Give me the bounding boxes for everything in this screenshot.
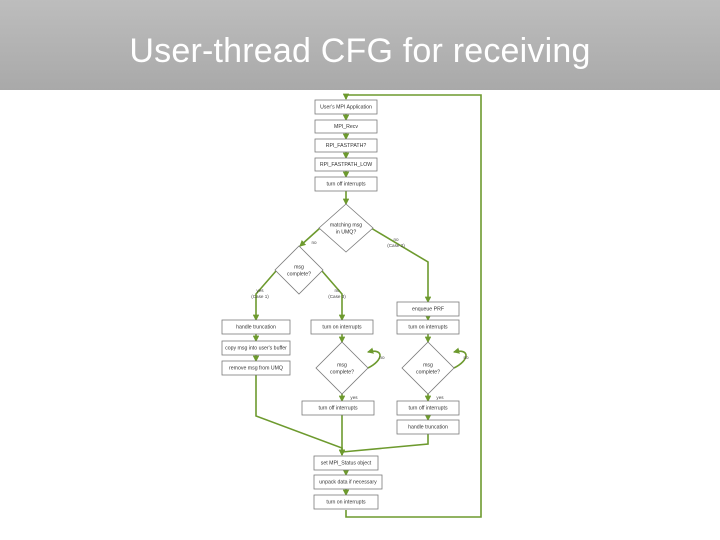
flow-node-on-right: turn on interrupts <box>396 319 460 335</box>
decision-right-line2: complete? <box>416 369 440 375</box>
label-case3-1: no <box>334 288 340 293</box>
connectors <box>252 93 482 518</box>
flow-node-remove: remove msg from UMQ <box>221 360 291 376</box>
label-no-loop-mid: no <box>379 355 385 360</box>
label-yes-right: yes <box>436 395 444 400</box>
decision-match: matching msg in UMQ? <box>318 203 374 253</box>
flow-node-on-right-label: turn on interrupts <box>408 324 448 330</box>
label-case1-1: yes <box>256 288 264 293</box>
label-no-left: no <box>311 240 317 245</box>
flow-node-handle-trunc-label: handle truncation <box>236 324 276 330</box>
flow-node-fastpath-low-label: RPI_FASTPATH_LOW <box>320 162 372 168</box>
decision-mid-line2: complete? <box>330 369 354 375</box>
flow-node-on-mid-label: turn on interrupts <box>322 324 362 330</box>
slide-title: User-thread CFG for receiving <box>129 32 591 70</box>
flow-node-app: User's MPI Application <box>314 99 378 115</box>
flow-node-off1-label: turn off interrupts <box>326 181 366 187</box>
flow-node-off-mid-label: turn off interrupts <box>318 405 358 411</box>
decision-mid: msg complete? <box>315 341 369 395</box>
label-no-loop-right: no <box>463 355 469 360</box>
label-case1-2: (Case 1) <box>251 294 269 299</box>
flow-node-recv: MPI_Recv <box>314 119 378 134</box>
decision-msg-complete-line2: complete? <box>287 271 311 277</box>
decision-right-line1: msg <box>423 362 433 368</box>
flow-node-enqueue-prf: enqueue PRF <box>396 301 460 317</box>
title-bar: User-thread CFG for receiving <box>0 0 720 90</box>
flow-node-unpack: unpack data if necessary <box>313 474 383 490</box>
flow-node-on-mid: turn on interrupts <box>310 319 374 335</box>
flow-node-handle-trunc: handle truncation <box>221 319 291 335</box>
decision-match-line1: matching msg <box>330 222 362 228</box>
flow-node-copy: copy msg into user's buffer <box>221 340 291 356</box>
decision-msg-complete: msg complete? <box>274 245 324 295</box>
flow-node-unpack-label: unpack data if necessary <box>319 479 377 485</box>
flow-node-status-label: set MPI_Status object <box>321 460 372 466</box>
label-case3-2: (Case 3) <box>328 294 346 299</box>
flow-node-off-right-label: turn off interrupts <box>408 405 448 411</box>
flow-node-on-final: turn on interrupts <box>313 494 379 510</box>
decision-mid-line1: msg <box>337 362 347 368</box>
flow-node-handle-trunc2: handle truncation <box>396 419 460 435</box>
decision-right: msg complete? <box>401 341 455 395</box>
flow-node-recv-label: MPI_Recv <box>334 124 358 130</box>
decision-msg-complete-line1: msg <box>294 264 304 270</box>
flow-node-off-right: turn off interrupts <box>396 400 460 416</box>
flow-node-app-label: User's MPI Application <box>320 104 372 110</box>
flow-node-remove-label: remove msg from UMQ <box>229 365 283 371</box>
flow-node-off1: turn off interrupts <box>314 176 378 192</box>
flow-node-copy-label: copy msg into user's buffer <box>225 345 287 351</box>
decision-match-line2: in UMQ? <box>336 229 357 235</box>
flow-node-enqueue-prf-label: enqueue PRF <box>412 306 444 312</box>
flow-node-handle-trunc2-label: handle truncation <box>408 424 448 430</box>
flow-node-fastpath-label: RPI_FASTPATH? <box>326 143 367 149</box>
flow-node-status: set MPI_Status object <box>313 455 379 471</box>
label-no-right-1: no <box>393 237 399 242</box>
flow-node-on-final-label: turn on interrupts <box>326 499 366 505</box>
label-yes-mid: yes <box>350 395 358 400</box>
flow-node-fastpath: RPI_FASTPATH? <box>314 138 378 153</box>
flow-node-off-mid: turn off interrupts <box>301 400 375 416</box>
label-no-right-2: (Case 2) <box>387 243 405 248</box>
flow-node-fastpath-low: RPI_FASTPATH_LOW <box>314 157 378 172</box>
